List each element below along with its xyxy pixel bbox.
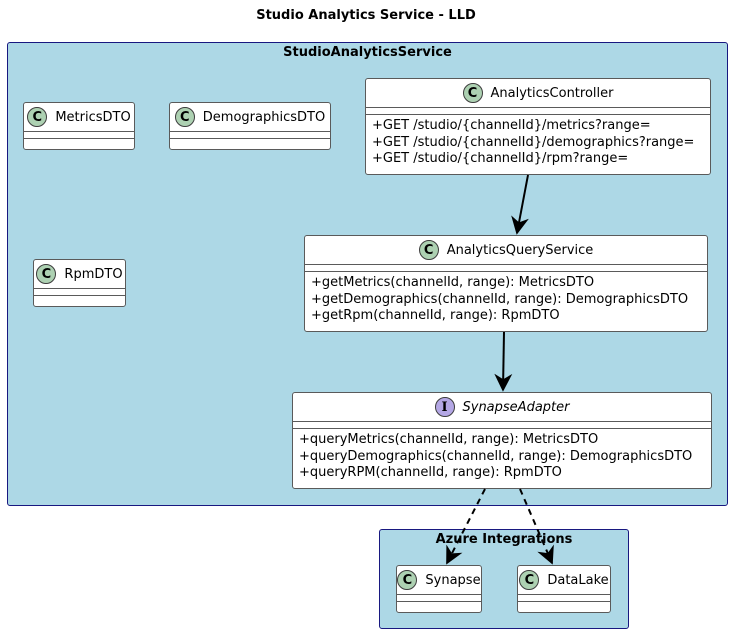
method: +getDemographics(channelId, range): Demo…	[311, 291, 689, 307]
interface-icon: I	[434, 397, 455, 417]
class-icon: C	[462, 83, 483, 103]
interface-name: SynapseAdapter	[462, 399, 570, 415]
class-analytics-controller: C AnalyticsController +GET /studio/{chan…	[365, 78, 711, 175]
class-name: AnalyticsQueryService	[446, 242, 594, 258]
class-synapse: C Synapse	[396, 565, 482, 613]
method: +queryMetrics(channelId, range): Metrics…	[299, 432, 599, 447]
diagram-title: Studio Analytics Service - LLD	[256, 8, 476, 23]
method: +getRpm(channelId, range): RpmDTO	[311, 308, 560, 323]
arrow-adapter-to-datalake	[519, 488, 554, 565]
class-icon: C	[397, 570, 418, 590]
class-analytics-query-service: C AnalyticsQueryService +getMetrics(chan…	[304, 235, 708, 332]
class-icon: C	[418, 240, 439, 260]
arrow-adapter-to-synapse	[446, 488, 486, 565]
method: +GET /studio/{channelId}/metrics?range=	[372, 118, 651, 133]
arrow-query-service-to-adapter	[494, 331, 513, 392]
package-label: Azure Integrations	[435, 532, 573, 547]
class-name: AnalyticsController	[490, 85, 614, 101]
class-name: DataLake	[547, 572, 609, 588]
method: +queryDemographics(channelId, range): De…	[299, 448, 693, 464]
method: +queryRPM(channelId, range): RpmDTO	[299, 465, 562, 480]
class-datalake: C DataLake	[517, 565, 611, 613]
class-icon: C	[519, 570, 540, 590]
class-icon: C	[174, 107, 195, 127]
class-icon: C	[36, 264, 57, 284]
class-name: Synapse	[425, 572, 481, 588]
class-name: DemographicsDTO	[202, 109, 326, 125]
class-icon: C	[27, 107, 48, 127]
arrow-controller-to-query-service	[511, 174, 529, 235]
class-name: MetricsDTO	[55, 109, 131, 125]
class-metrics-dto: C MetricsDTO	[23, 102, 135, 150]
class-name: RpmDTO	[64, 266, 123, 282]
interface-synapse-adapter: I SynapseAdapter +queryMetrics(channelId…	[292, 392, 712, 489]
class-demographics-dto: C DemographicsDTO	[169, 102, 331, 150]
method: +getMetrics(channelId, range): MetricsDT…	[311, 275, 595, 290]
method: +GET /studio/{channelId}/rpm?range=	[372, 151, 629, 166]
class-rpm-dto: C RpmDTO	[33, 259, 126, 307]
package-label: StudioAnalyticsService	[283, 45, 452, 60]
method: +GET /studio/{channelId}/demographics?ra…	[372, 134, 695, 150]
